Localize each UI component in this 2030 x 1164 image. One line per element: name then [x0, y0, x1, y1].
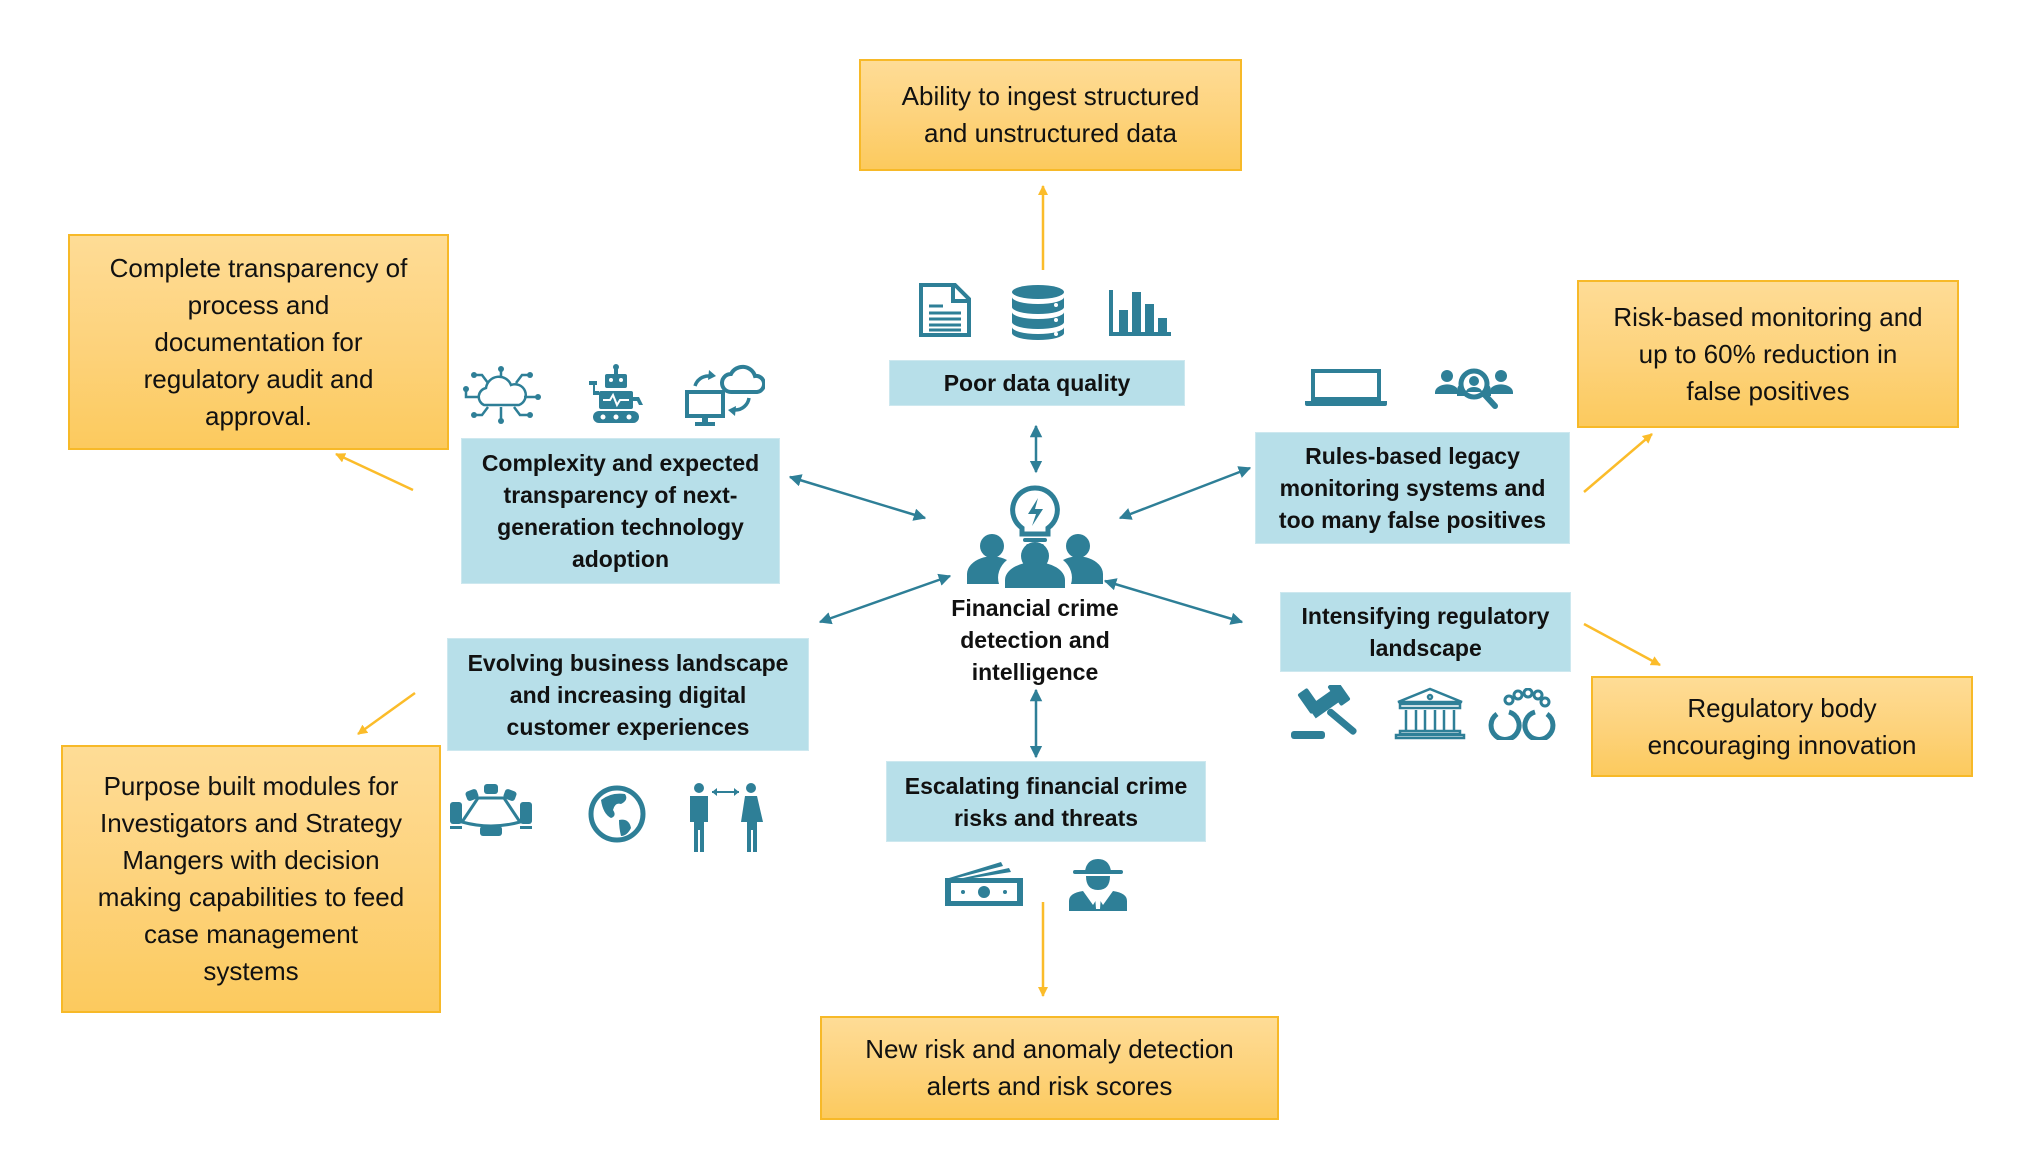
arrow-center-rules	[1118, 466, 1252, 520]
solution-innovation: Regulatory body encouraging innovation	[1591, 676, 1973, 777]
user-search-icon	[1435, 368, 1513, 409]
solution-risk-monitoring: Risk-based monitoring and up to 60% redu…	[1577, 280, 1959, 428]
team-idea-icon	[967, 485, 1103, 588]
solution-risk-text: Risk-based monitoring and up to 60% redu…	[1613, 301, 1923, 406]
people-exchange-icon	[690, 783, 763, 852]
money-icon	[945, 862, 1023, 906]
challenge-regulatory-text: Intensifying regulatory landscape	[1301, 603, 1550, 661]
challenge-rules-text: Rules-based legacy monitoring systems an…	[1278, 443, 1547, 533]
challenge-technology: Complexity and expected transparency of …	[461, 438, 780, 584]
bar-chart-icon	[1109, 290, 1171, 336]
conference-table-icon	[450, 784, 532, 836]
cloud-sync-monitor-icon	[685, 364, 765, 426]
laptop-icon	[1305, 369, 1387, 406]
arrow-to-modules	[357, 691, 416, 736]
solution-modules-text: Purpose built modules for Investigators …	[97, 771, 405, 986]
gavel-icon	[1291, 685, 1357, 739]
arrow-to-innovation	[1583, 622, 1661, 667]
solution-transparency-text: Complete transparency of process and doc…	[109, 252, 408, 431]
solution-innovation-text: Regulatory body encouraging innovation	[1647, 692, 1917, 760]
bank-building-icon	[1394, 687, 1466, 740]
solution-transparency: Complete transparency of process and doc…	[68, 234, 449, 450]
arrow-center-regulatory	[1103, 578, 1244, 625]
challenge-data-quality: Poor data quality	[889, 360, 1185, 406]
challenge-business: Evolving business landscape and increasi…	[447, 638, 809, 751]
challenge-business-text: Evolving business landscape and increasi…	[467, 649, 789, 740]
arrow-center-business	[818, 573, 952, 625]
cloud-network-icon	[463, 366, 541, 424]
arrow-to-risk	[1583, 433, 1653, 493]
spy-icon	[1069, 859, 1127, 911]
center-label: Financial crime detection and intelligen…	[951, 595, 1119, 685]
solution-ingest-text: Ability to ingest structured and unstruc…	[901, 81, 1200, 148]
handcuffs-icon	[1488, 688, 1556, 740]
challenge-tech-text: Complexity and expected transparency of …	[481, 450, 760, 572]
challenge-data-text: Poor data quality	[943, 370, 1131, 396]
arrow-center-tech	[788, 474, 927, 521]
solution-alerts: New risk and anomaly detection alerts an…	[820, 1016, 1279, 1120]
solution-modules: Purpose built modules for Investigators …	[61, 745, 441, 1013]
challenge-regulatory: Intensifying regulatory landscape	[1280, 592, 1571, 672]
challenge-crime-text: Escalating financial crime risks and thr…	[904, 772, 1188, 831]
database-icon	[1012, 285, 1064, 340]
challenge-crime: Escalating financial crime risks and thr…	[886, 761, 1206, 842]
solution-alerts-text: New risk and anomaly detection alerts an…	[865, 1034, 1234, 1101]
solution-ingest: Ability to ingest structured and unstruc…	[859, 59, 1242, 171]
robot-icon	[589, 364, 643, 423]
document-icon	[919, 283, 971, 337]
challenge-rules-based: Rules-based legacy monitoring systems an…	[1255, 432, 1570, 544]
arrow-to-transparency	[335, 452, 414, 492]
globe-icon	[588, 785, 646, 843]
